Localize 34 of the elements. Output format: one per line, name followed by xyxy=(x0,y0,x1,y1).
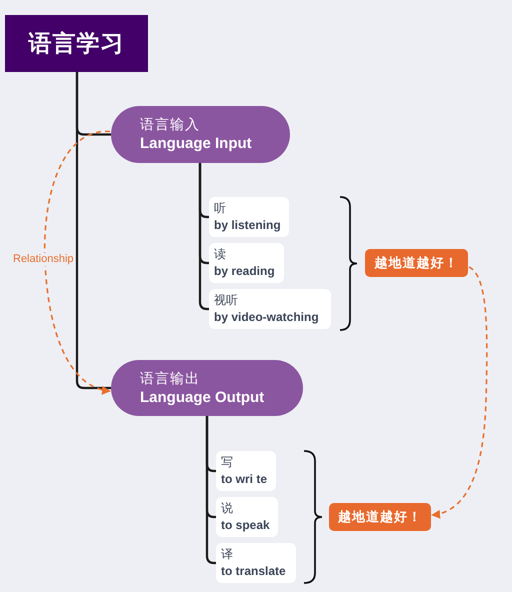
item-card xyxy=(209,243,284,283)
item-card xyxy=(216,451,276,491)
node-title: 越地道越好！ xyxy=(338,510,422,524)
node-title: 视听 xyxy=(214,294,239,308)
node-title: 听 xyxy=(214,202,227,216)
node-title: 译 xyxy=(221,548,234,562)
item-card xyxy=(216,543,296,583)
node-title: 越地道越好！ xyxy=(374,256,458,270)
node-subtitle: by video-watching xyxy=(214,310,320,324)
node-title: 语言输出 xyxy=(140,370,201,386)
node-subtitle: to translate xyxy=(221,564,287,578)
edge-label: Relationship xyxy=(12,253,75,266)
node-subtitle: to wri te xyxy=(221,472,268,486)
root-topic-box xyxy=(5,15,148,72)
node-subtitle: by reading xyxy=(214,264,276,278)
node-subtitle: Language Input xyxy=(140,135,253,153)
item-card xyxy=(216,497,278,537)
connector-line xyxy=(198,163,209,310)
item-card xyxy=(209,289,331,329)
connector-line xyxy=(76,72,111,390)
node-title: 语言学习 xyxy=(28,30,124,57)
node-title: 读 xyxy=(214,248,227,262)
connector-line xyxy=(206,416,216,564)
node-title: 语言输入 xyxy=(140,116,201,132)
dashed-arrow xyxy=(44,130,111,394)
node-title: 说 xyxy=(221,502,234,516)
node-subtitle: by listening xyxy=(214,218,282,232)
summary-tag xyxy=(365,249,468,277)
node-subtitle: to speak xyxy=(221,518,271,532)
node-subtitle: Language Output xyxy=(140,388,266,406)
summary-tag xyxy=(329,503,431,531)
node-title: 写 xyxy=(221,456,234,470)
item-card xyxy=(209,197,289,237)
dashed-arrow xyxy=(431,266,488,518)
